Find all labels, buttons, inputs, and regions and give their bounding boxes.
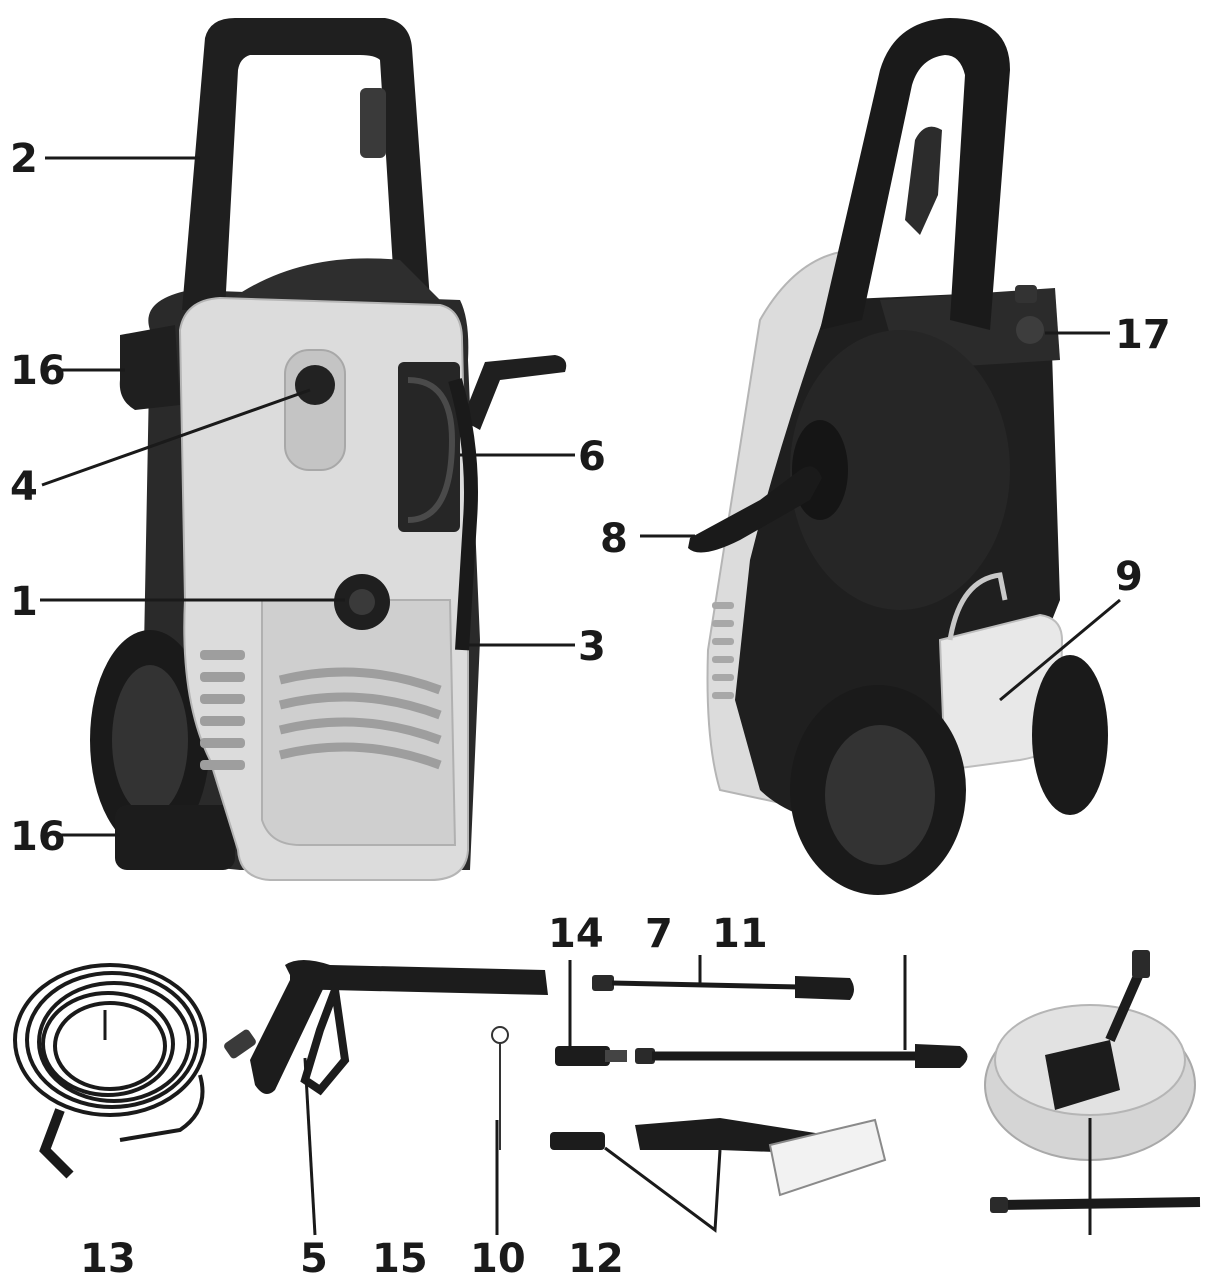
label-3: 3: [578, 624, 606, 670]
label-14: 14: [548, 911, 604, 957]
rear-view-washer: [688, 18, 1108, 895]
front-side-clip: [119, 325, 180, 410]
front-wheel-hub: [112, 665, 188, 815]
accessory-needle: [491, 1026, 509, 1150]
front-connector-inner: [349, 589, 375, 615]
accessory-spray-gun: [224, 960, 548, 1096]
accessory-extension-lance: [990, 1197, 1201, 1213]
label-11: 11: [712, 911, 768, 957]
label-9: 9: [1115, 554, 1143, 600]
front-view-washer: [90, 18, 567, 881]
rear-crank-handle: [688, 466, 822, 553]
label-8: 8: [600, 516, 628, 562]
label-7: 7: [645, 911, 673, 957]
accessory-brush: [550, 1118, 887, 1197]
gun-grip: [250, 975, 325, 1094]
label-2: 2: [10, 136, 38, 182]
rear-handle-hook: [905, 126, 942, 235]
label-1: 1: [10, 579, 38, 625]
front-vent-slats: [200, 650, 442, 770]
front-reel-coil: [407, 377, 456, 523]
label-17: 17: [1115, 312, 1171, 358]
front-reel-crank: [462, 355, 567, 430]
rear-handle: [820, 18, 1010, 330]
rear-top-cap: [1016, 316, 1044, 344]
rear-wheel-small: [1032, 655, 1108, 815]
rear-side-vents: [712, 602, 734, 699]
rear-wheel-large-hub: [825, 725, 935, 865]
front-base-foot: [115, 805, 235, 870]
brush-bristles: [768, 1118, 887, 1197]
rear-tank-tube: [947, 572, 1008, 641]
part-number-labels: 2 16 4 6 1 3 16 17 8 9 14 7 11 13 5 15 1…: [10, 136, 1171, 1279]
gun-barrel: [285, 960, 548, 995]
front-top-dome: [230, 258, 440, 300]
rear-reel-disc: [790, 330, 1010, 610]
front-switch-knob: [295, 365, 335, 405]
label-4: 4: [10, 464, 38, 510]
label-13: 13: [80, 1236, 136, 1279]
accessory-hose-coil: [13, 963, 207, 1179]
gun-trigger-guard: [300, 988, 350, 1096]
accessory-surface-cleaner: [984, 950, 1196, 1161]
label-15: 15: [372, 1236, 428, 1279]
accessory-adapter: [555, 1046, 627, 1066]
label-12: 12: [568, 1236, 624, 1279]
accessory-short-lance: [592, 975, 854, 1000]
front-handle-clip: [360, 88, 386, 158]
rear-top-nozzle: [1015, 285, 1037, 303]
gun-rear-fitting: [224, 1029, 256, 1059]
label-6: 6: [578, 434, 606, 480]
leader-lines: [40, 156, 1121, 1236]
label-10: 10: [470, 1236, 526, 1279]
accessory-long-lance: [635, 1044, 968, 1068]
label-5: 5: [300, 1236, 328, 1279]
label-16-top: 16: [10, 348, 66, 394]
label-16-bottom: 16: [10, 814, 66, 860]
